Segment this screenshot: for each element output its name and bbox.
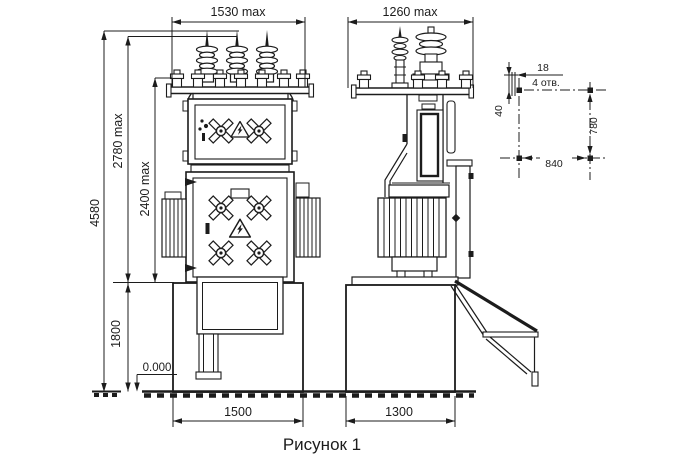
platform [351,276,459,286]
spacing-840-label: 840 [545,158,563,170]
nameplate [230,188,250,199]
cable-duct-edge1 [384,143,408,197]
cross-arm-side [350,84,475,99]
dim-2400-label: 2400 max [138,161,152,217]
hole-size-label: 18 [537,62,549,74]
tall-door-inner [419,112,440,178]
dim-1500-label: 1500 [224,405,252,419]
offset-40-label: 40 [493,105,505,117]
base-frame-front [195,276,284,380]
upper-cabinet [182,92,298,165]
dimensions-front [101,17,306,427]
mounting-holes [516,87,593,161]
foundation-side [345,284,456,393]
radiator-right [295,182,321,258]
side-rail [446,100,456,154]
cabinet-joint-band [190,164,290,173]
mounting-hole-pattern [500,62,608,180]
rear-panel [446,159,474,279]
figure-caption: Рисунок 1 [283,435,361,454]
door-handle [205,223,210,234]
column-cabinet [384,94,456,198]
hinge-mark-bottom [185,264,197,272]
cable-duct-edge2 [389,152,408,186]
dim-1260-label: 1260 max [383,5,439,19]
side-view [345,26,539,393]
radiator-left [161,191,187,258]
lower-cabinet [185,171,295,283]
label-mask [540,156,569,169]
dim-1300-label: 1300 [385,405,413,419]
dim-2780-label: 2780 max [111,113,125,169]
latch-mark [402,134,407,142]
ladder [450,279,539,387]
vent-dots [198,119,209,141]
holes-count-label: 4 отв. [532,77,560,89]
dimensions-side [345,17,474,427]
transformer-tank [377,197,447,279]
front-view [161,29,321,393]
spacing-780-label: 780 [588,117,600,135]
dim-1530-label: 1530 max [211,5,267,19]
dim-4580-label: 4580 [88,199,102,227]
ground-line [92,390,476,398]
surge-arrester [391,26,409,89]
hinge-mark-top [185,178,197,186]
dim-1800-label: 1800 [109,320,123,348]
zero-level-label: 0.000 [143,362,172,374]
